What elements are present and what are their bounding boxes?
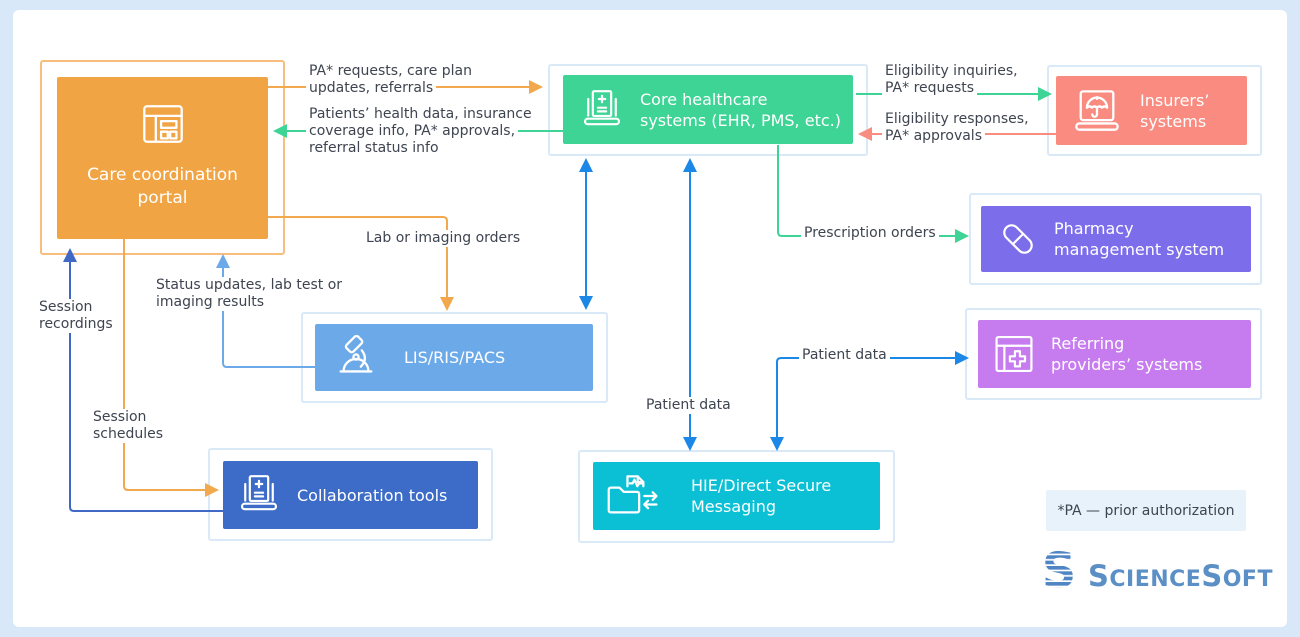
node-label-line: Core healthcare [640,89,768,109]
edge-label-eligibility-inquiries: Eligibility inquiries, PA* requests [882,63,1021,97]
label-line: PA* requests, care plan [306,63,476,80]
label-line: Eligibility responses, [882,111,1032,128]
node-label-line: Care coordination [87,165,238,185]
pharmacy-node: Pharmacy management system [981,206,1251,272]
node-label: Insurers’ systems [1140,90,1209,132]
node-label: Core healthcare systems (EHR, PMS, etc.) [640,89,841,131]
label-line: Patient data [799,347,890,364]
label-line: Lab or imaging orders [363,230,524,247]
label-line: coverage info, PA* approvals, [306,123,519,140]
laptop-umbrella-icon [1075,89,1119,131]
node-label-line: portal [137,188,188,208]
microscope-icon [339,334,373,373]
label-line: updates, referrals [306,80,437,97]
edge-label-prescription-orders: Prescription orders [801,225,939,242]
node-label-line: systems [1140,111,1207,131]
care-coordination-portal-node: Care coordination portal [57,77,268,239]
pa-footnote: *PA — prior authorization [1046,490,1246,531]
node-label-line: HIE/Direct Secure [691,476,832,495]
edge-label-pa-requests: PA* requests, care plan updates, referra… [306,63,476,97]
edge-label-status-updates: Status updates, lab test or imaging resu… [153,277,346,311]
portal-window-icon [142,105,183,143]
node-label: Care coordination portal [87,164,238,210]
label-line: Eligibility inquiries, [882,63,1021,80]
edge-label-eligibility-responses: Eligibility responses, PA* approvals [882,111,1032,145]
node-label-line: management system [1054,240,1225,259]
referring-node: Referring providers’ systems [978,320,1251,388]
edge-label-patients-health-data: Patients’ health data, insurance coverag… [306,106,535,157]
node-label-line: systems (EHR, PMS, etc.) [640,110,841,130]
svg-text:S: S [1042,549,1076,591]
edge-label-session-recordings: Session recordings [36,299,116,333]
core-healthcare-node: Core healthcare systems (EHR, PMS, etc.) [563,75,853,144]
logo-text-part: CIENCE [1109,567,1202,592]
laptop-medical-doc-icon [240,475,278,511]
node-label-line: Referring [1051,334,1125,353]
node-label: LIS/RIS/PACS [404,347,505,368]
collab-node: Collaboration tools [223,461,478,529]
label-line: Session [36,299,96,316]
node-label-line: Collaboration tools [297,485,448,505]
node-label: Referring providers’ systems [1051,333,1202,375]
insurers-node: Insurers’ systems [1056,76,1247,145]
label-line: PA* approvals [882,128,985,145]
hie-node: HIE/Direct Secure Messaging [593,462,880,530]
edge-label-session-schedules: Session schedules [90,409,167,443]
footnote-text: *PA — prior authorization [1057,502,1235,519]
label-line: Prescription orders [801,225,939,242]
label-line: Patient data [643,397,734,414]
sciencesoft-mark-icon: S [1042,549,1076,591]
label-line: schedules [90,426,167,443]
label-line: referral status info [306,140,442,157]
label-line: recordings [36,316,116,333]
folder-exchange-icon [607,474,658,514]
node-label-line: Messaging [691,497,777,516]
laptop-medical-doc-icon [583,89,621,125]
node-label-line: Pharmacy [1054,219,1134,238]
node-label-line: LIS/RIS/PACS [404,348,506,367]
node-label: Pharmacy management system [1054,218,1224,260]
browser-cross-icon [995,335,1033,373]
node-label: Collaboration tools [297,485,447,506]
logo-text-part: OFT [1222,567,1273,592]
node-label-line: Insurers’ [1140,90,1210,110]
edge-label-patient-data-hie: Patient data [643,397,734,414]
node-label-line: providers’ systems [1051,355,1203,374]
edge-label-lab-orders: Lab or imaging orders [363,230,524,247]
node-label: HIE/Direct Secure Messaging [691,475,831,517]
label-line: PA* requests [882,80,978,97]
label-line: imaging results [153,294,267,311]
label-line: Session [90,409,150,426]
edge-label-patient-data-referring: Patient data [799,347,890,364]
label-line: Status updates, lab test or [153,277,346,294]
logo-text-part: S [1088,559,1110,593]
lis-node: LIS/RIS/PACS [315,324,593,391]
label-line: Patients’ health data, insurance [306,106,535,123]
logo-text-part: S [1201,559,1223,593]
pill-icon [1003,224,1033,254]
